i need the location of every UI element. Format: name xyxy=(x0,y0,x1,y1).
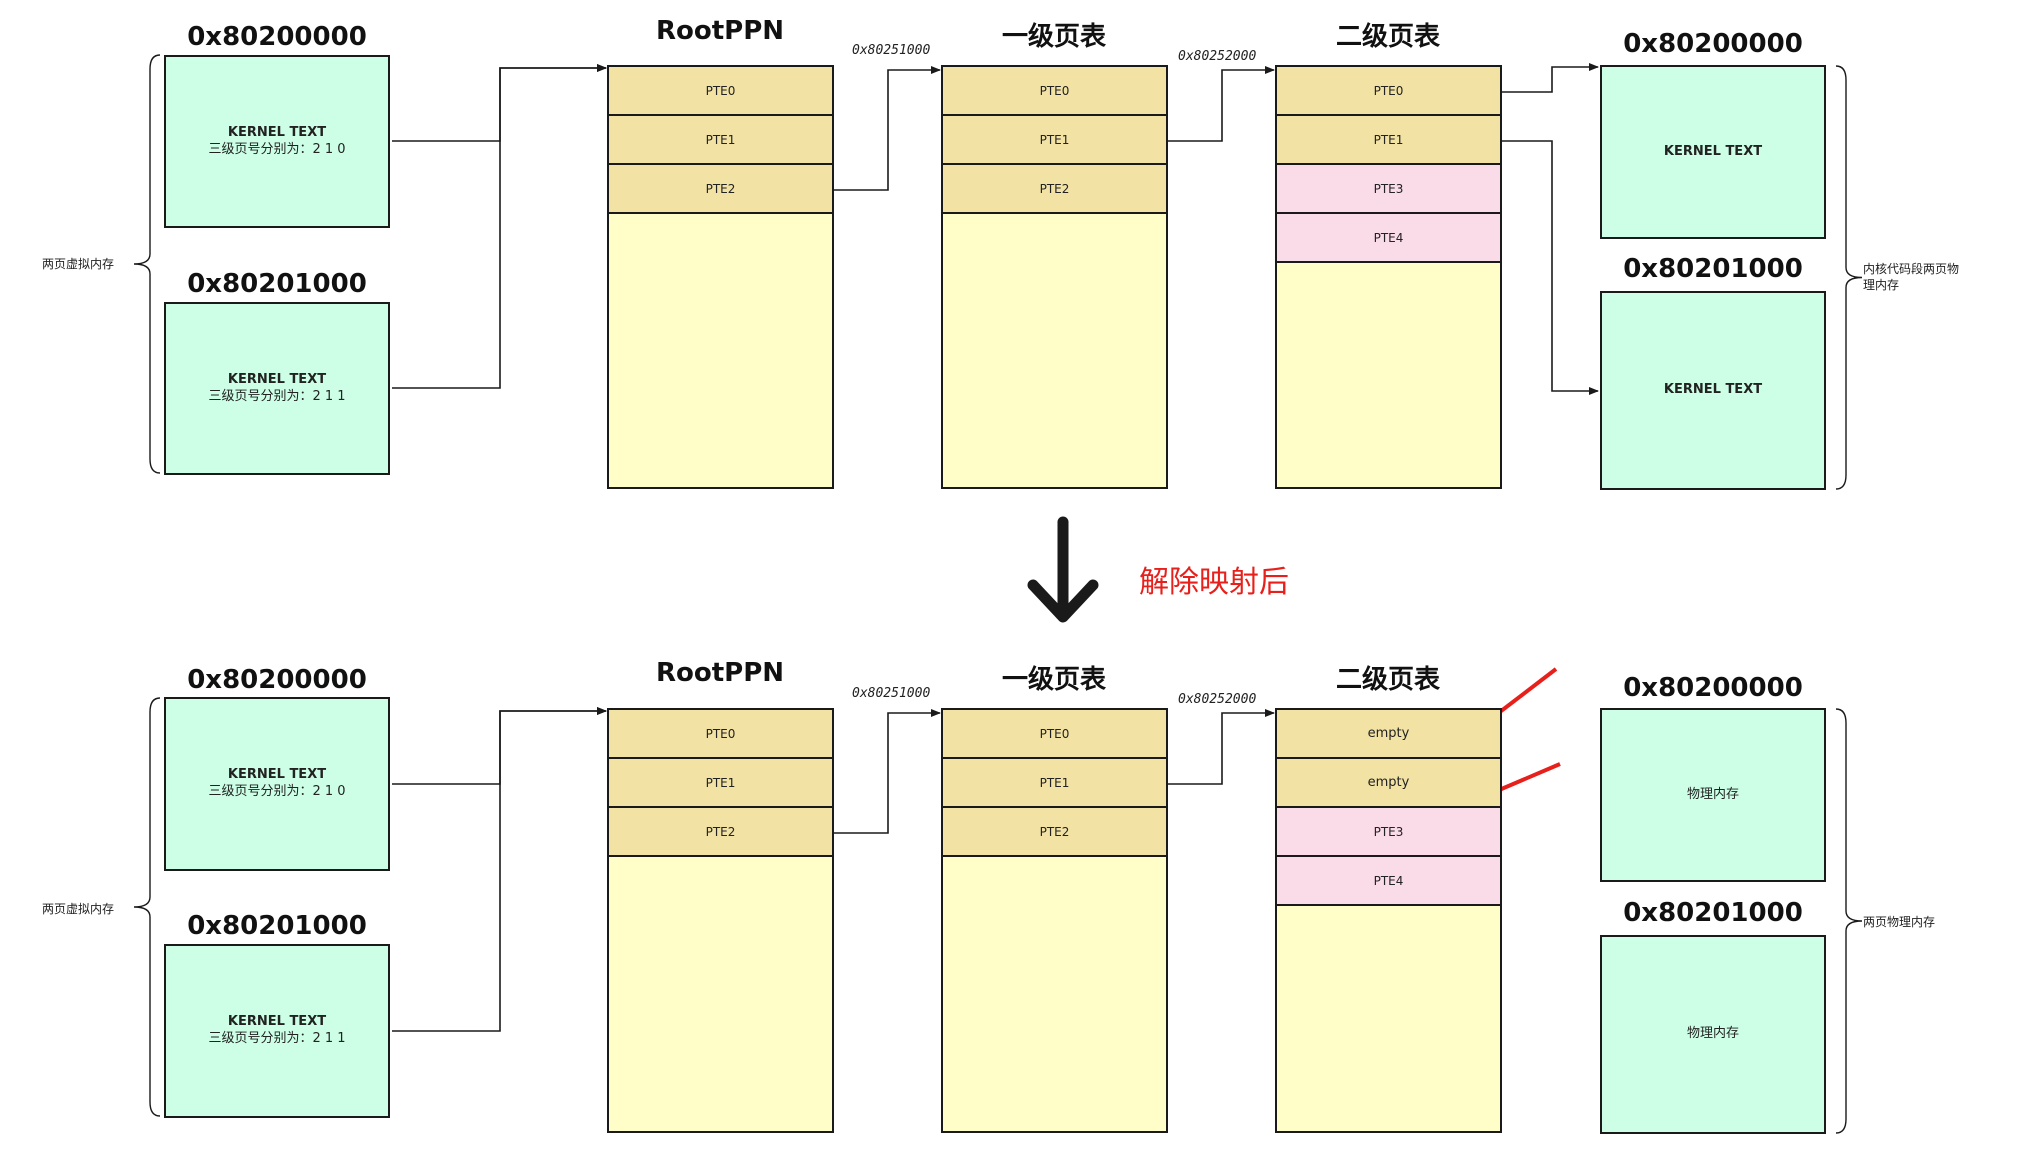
physical-memory-group-label: 内核代码段两页物理内存 xyxy=(1863,262,1960,293)
table-address: 0x80251000 xyxy=(852,686,931,701)
down-arrow-head-icon xyxy=(1027,579,1099,623)
connector-arrow xyxy=(392,64,607,389)
pte-row: PTE3 xyxy=(1277,808,1500,857)
physical-page-address: 0x80201000 xyxy=(1623,254,1803,284)
virtual-page-address: 0x80200000 xyxy=(187,665,367,695)
physical-page: KERNEL TEXT xyxy=(1600,291,1826,490)
page-number-text: 三级页号分别为：2 1 1 xyxy=(208,1031,346,1046)
pte-row: PTE2 xyxy=(943,165,1166,214)
physical-page: 物理内存 xyxy=(1600,708,1826,882)
table-address: 0x80252000 xyxy=(1178,49,1257,64)
pte-row: PTE0 xyxy=(609,710,832,759)
level1-table-title: 一级页表 xyxy=(1001,665,1106,695)
curly-brace xyxy=(133,54,161,474)
curly-brace xyxy=(1835,708,1863,1134)
curly-brace xyxy=(133,697,161,1117)
level2-table-title: 二级页表 xyxy=(1335,665,1440,695)
root-table-title: RootPPN xyxy=(655,658,785,688)
pte-row: PTE0 xyxy=(609,67,832,116)
curly-brace xyxy=(1835,65,1863,490)
virtual-page-label: KERNEL TEXT xyxy=(227,124,327,140)
physical-page: KERNEL TEXT xyxy=(1600,65,1826,239)
connector-arrow xyxy=(834,66,941,191)
physical-page-label: 物理内存 xyxy=(1686,786,1739,802)
pte-row: PTE0 xyxy=(1277,67,1500,116)
pte-row-empty: empty xyxy=(1277,710,1500,759)
connector-arrow xyxy=(392,64,607,142)
pte-row: PTE1 xyxy=(609,116,832,165)
physical-page-address: 0x80200000 xyxy=(1623,673,1803,703)
virtual-memory-group-label: 两页虚拟内存 xyxy=(42,902,115,916)
pte-row: PTE1 xyxy=(943,116,1166,165)
pte-row: PTE3 xyxy=(1277,165,1500,214)
table-address: 0x80251000 xyxy=(852,43,931,58)
virtual-page-address: 0x80201000 xyxy=(187,269,367,299)
connector-arrow xyxy=(1502,140,1599,395)
physical-page-label: 物理内存 xyxy=(1686,1026,1739,1042)
physical-page-address: 0x80201000 xyxy=(1623,898,1803,928)
level1-page-table: PTE0 PTE1 PTE2 xyxy=(941,708,1168,1133)
physical-page-label: KERNEL TEXT xyxy=(1663,382,1763,398)
pte-row: PTE1 xyxy=(1277,116,1500,165)
connector-arrow xyxy=(1502,63,1599,93)
pte-row: PTE1 xyxy=(609,759,832,808)
virtual-page-label: KERNEL TEXT xyxy=(227,1014,327,1030)
pte-row: PTE4 xyxy=(1277,857,1500,906)
pte-row: PTE0 xyxy=(943,67,1166,116)
level1-page-table: PTE0 PTE1 PTE2 xyxy=(941,65,1168,489)
virtual-page: KERNEL TEXT 三级页号分别为：2 1 0 xyxy=(164,55,390,228)
virtual-page: KERNEL TEXT 三级页号分别为：2 1 1 xyxy=(164,302,390,475)
pte-row: PTE4 xyxy=(1277,214,1500,263)
level1-table-title: 一级页表 xyxy=(1001,22,1106,52)
physical-page: 物理内存 xyxy=(1600,935,1826,1134)
table-address: 0x80252000 xyxy=(1178,692,1257,707)
pte-row: PTE2 xyxy=(609,165,832,214)
virtual-memory-group-label: 两页虚拟内存 xyxy=(42,257,115,271)
connector-arrow xyxy=(392,707,607,1032)
page-number-text: 三级页号分别为：2 1 1 xyxy=(208,388,346,404)
pte-row-empty: empty xyxy=(1277,759,1500,808)
page-number-text: 三级页号分别为：2 1 0 xyxy=(208,784,346,799)
virtual-page-address: 0x80201000 xyxy=(187,911,367,941)
caption: 解除映射后 xyxy=(1139,565,1289,600)
pte-row: PTE2 xyxy=(609,808,832,857)
virtual-page: KERNEL TEXT 三级页号分别为：2 1 1 xyxy=(164,944,390,1118)
physical-page-label: KERNEL TEXT xyxy=(1663,143,1763,159)
connector-arrow xyxy=(834,709,941,834)
level2-table-title: 二级页表 xyxy=(1335,22,1440,52)
root-page-table: PTE0 PTE1 PTE2 xyxy=(607,65,834,489)
pte-row: PTE2 xyxy=(943,808,1166,857)
pte-row: PTE1 xyxy=(943,759,1166,808)
pte-row: PTE0 xyxy=(943,710,1166,759)
level2-page-table: empty empty PTE3 PTE4 xyxy=(1275,708,1502,1133)
connector-arrow xyxy=(392,707,607,785)
level2-page-table: PTE0 PTE1 PTE3 PTE4 xyxy=(1275,65,1502,489)
root-page-table: PTE0 PTE1 PTE2 xyxy=(607,708,834,1133)
physical-page-address: 0x80200000 xyxy=(1623,29,1803,59)
connector-arrow xyxy=(1168,66,1275,142)
virtual-page-address: 0x80200000 xyxy=(187,22,367,52)
page-number-text: 三级页号分别为：2 1 0 xyxy=(208,141,346,157)
connector-arrow xyxy=(1168,709,1275,785)
virtual-page-label: KERNEL TEXT xyxy=(227,371,327,387)
physical-memory-group-label: 两页物理内存 xyxy=(1863,915,1936,929)
root-table-title: RootPPN xyxy=(655,16,785,46)
virtual-page: KERNEL TEXT 三级页号分别为：2 1 0 xyxy=(164,697,390,871)
virtual-page-label: KERNEL TEXT xyxy=(227,767,327,783)
